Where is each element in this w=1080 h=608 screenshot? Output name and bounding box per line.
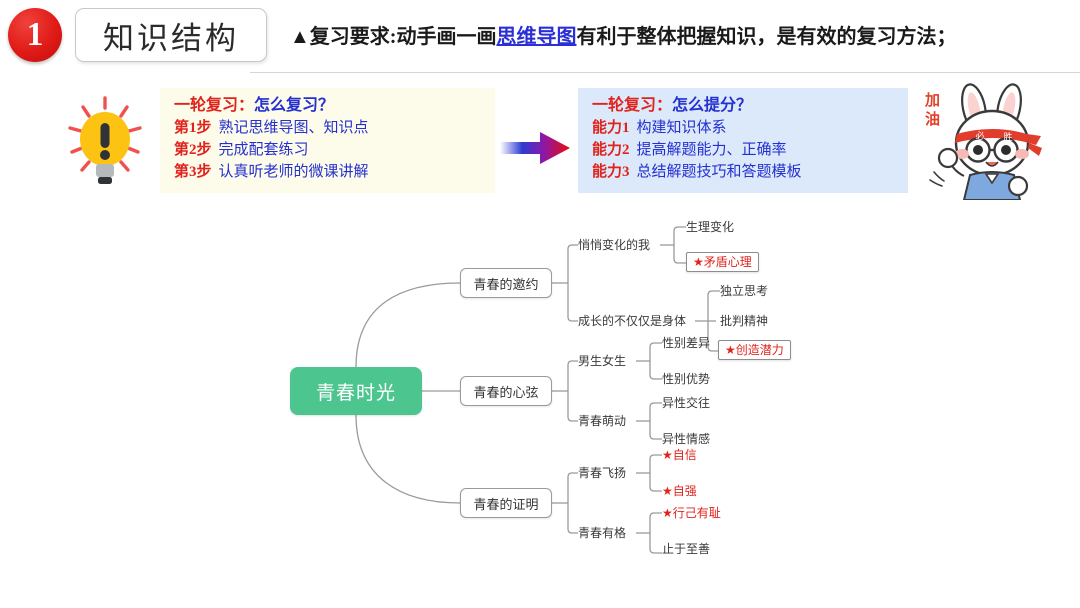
mindmap-leaf: 生理变化	[686, 220, 735, 234]
mindmap-leaf-highlighted: ★创造潜力	[718, 340, 791, 360]
score-boost-key: 能力2	[592, 142, 630, 158]
score-boost-heading-blue: 怎么提分？	[672, 97, 753, 114]
score-boost-heading-red: 一轮复习：	[592, 97, 673, 114]
review-steps-panel: 一轮复习：怎么复习？ 第1步熟记思维导图、知识点 第2步完成配套练习 第3步认真…	[160, 88, 495, 193]
review-steps-heading: 一轮复习：怎么复习？	[174, 94, 495, 117]
section-title-box: 知识结构	[75, 8, 267, 62]
headband-right-char: 胜	[1003, 132, 1012, 142]
header-divider	[250, 72, 1080, 73]
cheer-text: 加 油	[925, 92, 959, 130]
right-arrow-icon	[500, 132, 570, 164]
mindmap-leaf-highlighted: ★矛盾心理	[686, 252, 759, 272]
score-boost-key: 能力3	[592, 164, 630, 180]
review-steps-heading-blue: 怎么复习？	[254, 97, 335, 114]
mindmap-branch-node[interactable]: 青春的邀约	[460, 268, 552, 298]
cheer-line-1: 加	[925, 93, 941, 109]
mindmap-leaf: 异性情感	[662, 432, 711, 446]
requirement-prefix: ▲复习要求:动手画一画	[290, 26, 497, 48]
review-step-row: 第1步熟记思维导图、知识点	[174, 117, 495, 139]
mindmap-sub-label: 青春飞扬	[578, 466, 627, 480]
mindmap-leaf-highlighted: ★自信	[662, 448, 697, 462]
review-step-value: 熟记思维导图、知识点	[218, 120, 369, 136]
mindmap-leaf-highlighted: ★行己有耻	[662, 506, 721, 520]
mindmap-leaf: 止于至善	[662, 542, 711, 556]
mindmap-leaf: 异性交往	[662, 396, 711, 410]
mindmap: 青春时光 青春的邀约 悄悄变化的我 生理变化 ★矛盾心理 成长的不仅仅是身体 独…	[0, 205, 1080, 605]
review-step-row: 第3步认真听老师的微课讲解	[174, 161, 495, 183]
mindmap-leaf: 性别差异	[662, 336, 711, 350]
score-boost-heading: 一轮复习：怎么提分？	[592, 94, 908, 117]
review-step-value: 完成配套练习	[218, 142, 309, 158]
review-step-key: 第2步	[174, 142, 212, 158]
rabbit-mascot-icon: 必 胜	[929, 83, 1042, 200]
mindmap-branch-label: 青春的证明	[473, 496, 539, 512]
mindmap-branch-node[interactable]: 青春的心弦	[460, 376, 552, 406]
requirement-line: ▲复习要求:动手画一画思维导图有利于整体把握知识，是有效的复习方法；	[290, 20, 1080, 49]
review-step-row: 第2步完成配套练习	[174, 139, 495, 161]
mindmap-connectors	[355, 226, 720, 554]
mindmap-branch-label: 青春的邀约	[473, 276, 539, 292]
score-boost-panel: 一轮复习：怎么提分？ 能力1 构建知识体系 能力2 提高解题能力、正确率 能力3 总结…	[578, 88, 908, 193]
mindmap-sub-label: 男生女生	[578, 354, 627, 368]
page-title: 知识结构	[103, 20, 239, 56]
section-number-label: 1	[26, 16, 44, 53]
requirement-highlight: 思维导图	[496, 26, 577, 48]
lightbulb-icon	[68, 96, 142, 184]
mindmap-root-node[interactable]: 青春时光	[290, 367, 422, 415]
mindmap-sub-label: 青春有格	[578, 526, 627, 540]
mindmap-branch-label: 青春的心弦	[473, 384, 539, 400]
score-boost-key: 能力1	[592, 120, 630, 136]
mindmap-leaf: 批判精神	[720, 314, 769, 328]
mindmap-branch-node[interactable]: 青春的证明	[460, 488, 552, 518]
mindmap-root-label: 青春时光	[315, 382, 396, 404]
requirement-suffix: 有利于整体把握知识，是有效的复习方法；	[576, 26, 957, 48]
score-boost-row: 能力2 提高解题能力、正确率	[592, 139, 908, 161]
score-boost-row: 能力3 总结解题技巧和答题模板	[592, 161, 908, 183]
score-boost-value: 提高解题能力、正确率	[636, 142, 787, 158]
score-boost-value: 构建知识体系	[636, 120, 727, 136]
mindmap-leaf: 性别优势	[662, 372, 711, 386]
cheer-line-2: 油	[925, 112, 941, 128]
score-boost-value: 总结解题技巧和答题模板	[636, 164, 802, 180]
headband-left-char: 必	[975, 130, 984, 141]
mindmap-leaf: 独立思考	[720, 284, 769, 298]
mindmap-sub-label: 青春萌动	[578, 414, 627, 428]
review-steps-heading-red: 一轮复习：	[174, 97, 255, 114]
section-number-badge: 1	[8, 8, 62, 62]
review-step-key: 第1步	[174, 120, 212, 136]
score-boost-row: 能力1 构建知识体系	[592, 117, 908, 139]
review-step-value: 认真听老师的微课讲解	[218, 164, 369, 180]
mindmap-sub-label: 悄悄变化的我	[578, 238, 651, 252]
mindmap-leaf-highlighted: ★自强	[662, 484, 697, 498]
mindmap-sub-label: 成长的不仅仅是身体	[578, 314, 687, 328]
review-step-key: 第3步	[174, 164, 212, 180]
